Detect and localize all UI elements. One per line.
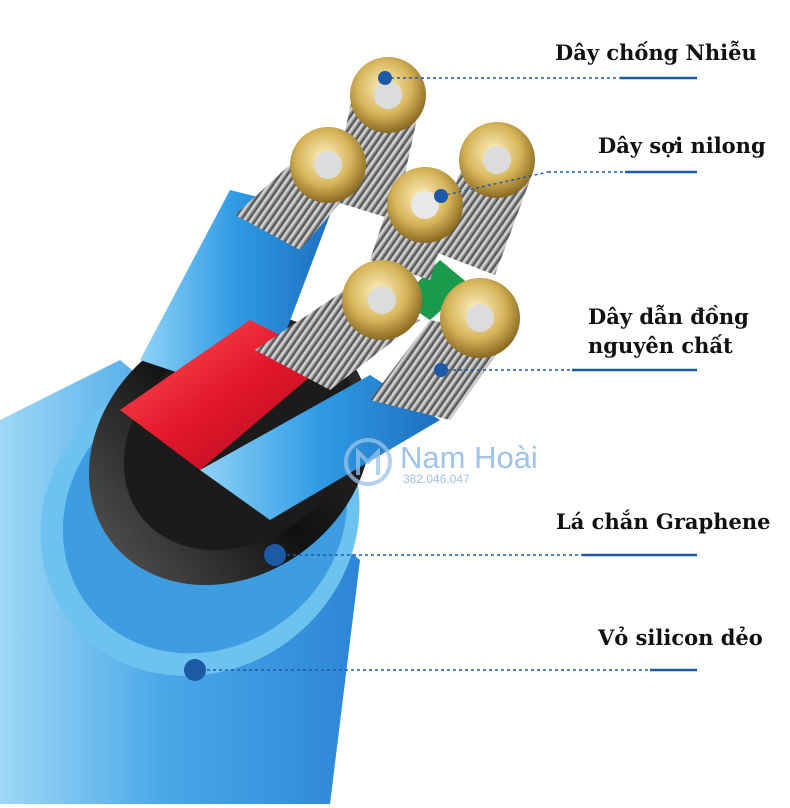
copper-ends	[290, 57, 535, 358]
marker-5	[184, 659, 206, 681]
label-silicone-jacket: Vỏ silicon dẻo	[598, 625, 763, 650]
watermark-brand: Nam Hoài	[400, 440, 538, 475]
leader-lines	[195, 76, 697, 672]
watermark-phone: 382.046.047	[403, 472, 470, 486]
marker-1	[378, 71, 392, 85]
label-anti-interference-wire: Dây chống Nhiễu	[555, 40, 757, 65]
marker-4	[264, 544, 286, 566]
marker-2	[434, 189, 448, 203]
marker-3	[434, 363, 448, 377]
label-copper-conductor-line-2: nguyên chất	[588, 333, 733, 358]
watermark-logo-icon	[344, 438, 392, 486]
leader-line-2	[440, 171, 549, 197]
label-copper-conductor-line-1: Dây dẫn đồng	[588, 304, 749, 329]
label-nylon-fiber: Dây sợi nilong	[598, 133, 766, 158]
markers	[184, 71, 448, 681]
label-graphene-shield: Lá chắn Graphene	[556, 509, 771, 534]
